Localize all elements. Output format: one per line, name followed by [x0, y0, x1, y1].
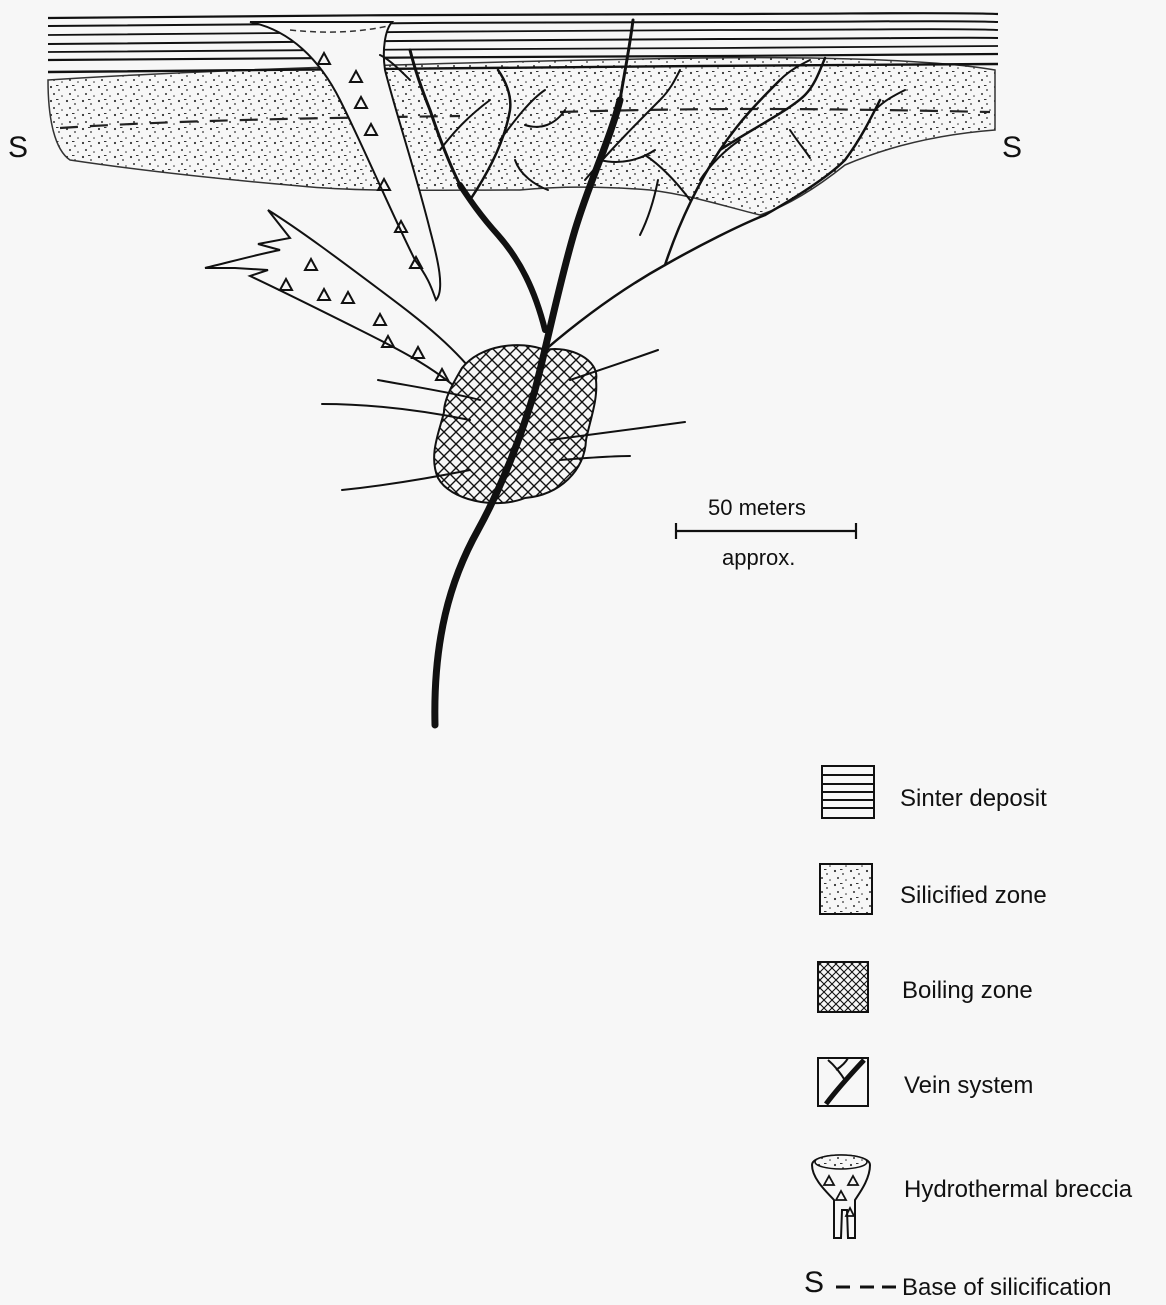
section-label-right: S — [1002, 131, 1022, 165]
scale-bar-value: 50 meters — [708, 495, 806, 521]
legend-label-silicification-base: Base of silicification — [902, 1274, 1111, 1302]
scale-bar-note: approx. — [722, 545, 795, 571]
breccia-pipe-lower — [205, 210, 488, 402]
branching-vein-icon — [818, 1058, 868, 1106]
scale-bar-line — [676, 523, 856, 539]
horizontal-lines-icon — [822, 766, 874, 818]
funnel-triangles-icon — [812, 1155, 870, 1238]
silicified-zone — [48, 58, 995, 215]
legend-label-breccia: Hydrothermal breccia — [904, 1176, 1132, 1204]
section-label-left: S — [8, 131, 28, 165]
silicification-symbol: S — [804, 1266, 824, 1300]
crosshatch-icon — [818, 962, 868, 1012]
legend-label-sinter: Sinter deposit — [900, 785, 1047, 813]
legend-label-boiling: Boiling zone — [902, 977, 1033, 1005]
stipple-icon — [820, 864, 872, 914]
legend-label-vein: Vein system — [904, 1072, 1033, 1100]
legend-label-silicified: Silicified zone — [900, 882, 1047, 910]
